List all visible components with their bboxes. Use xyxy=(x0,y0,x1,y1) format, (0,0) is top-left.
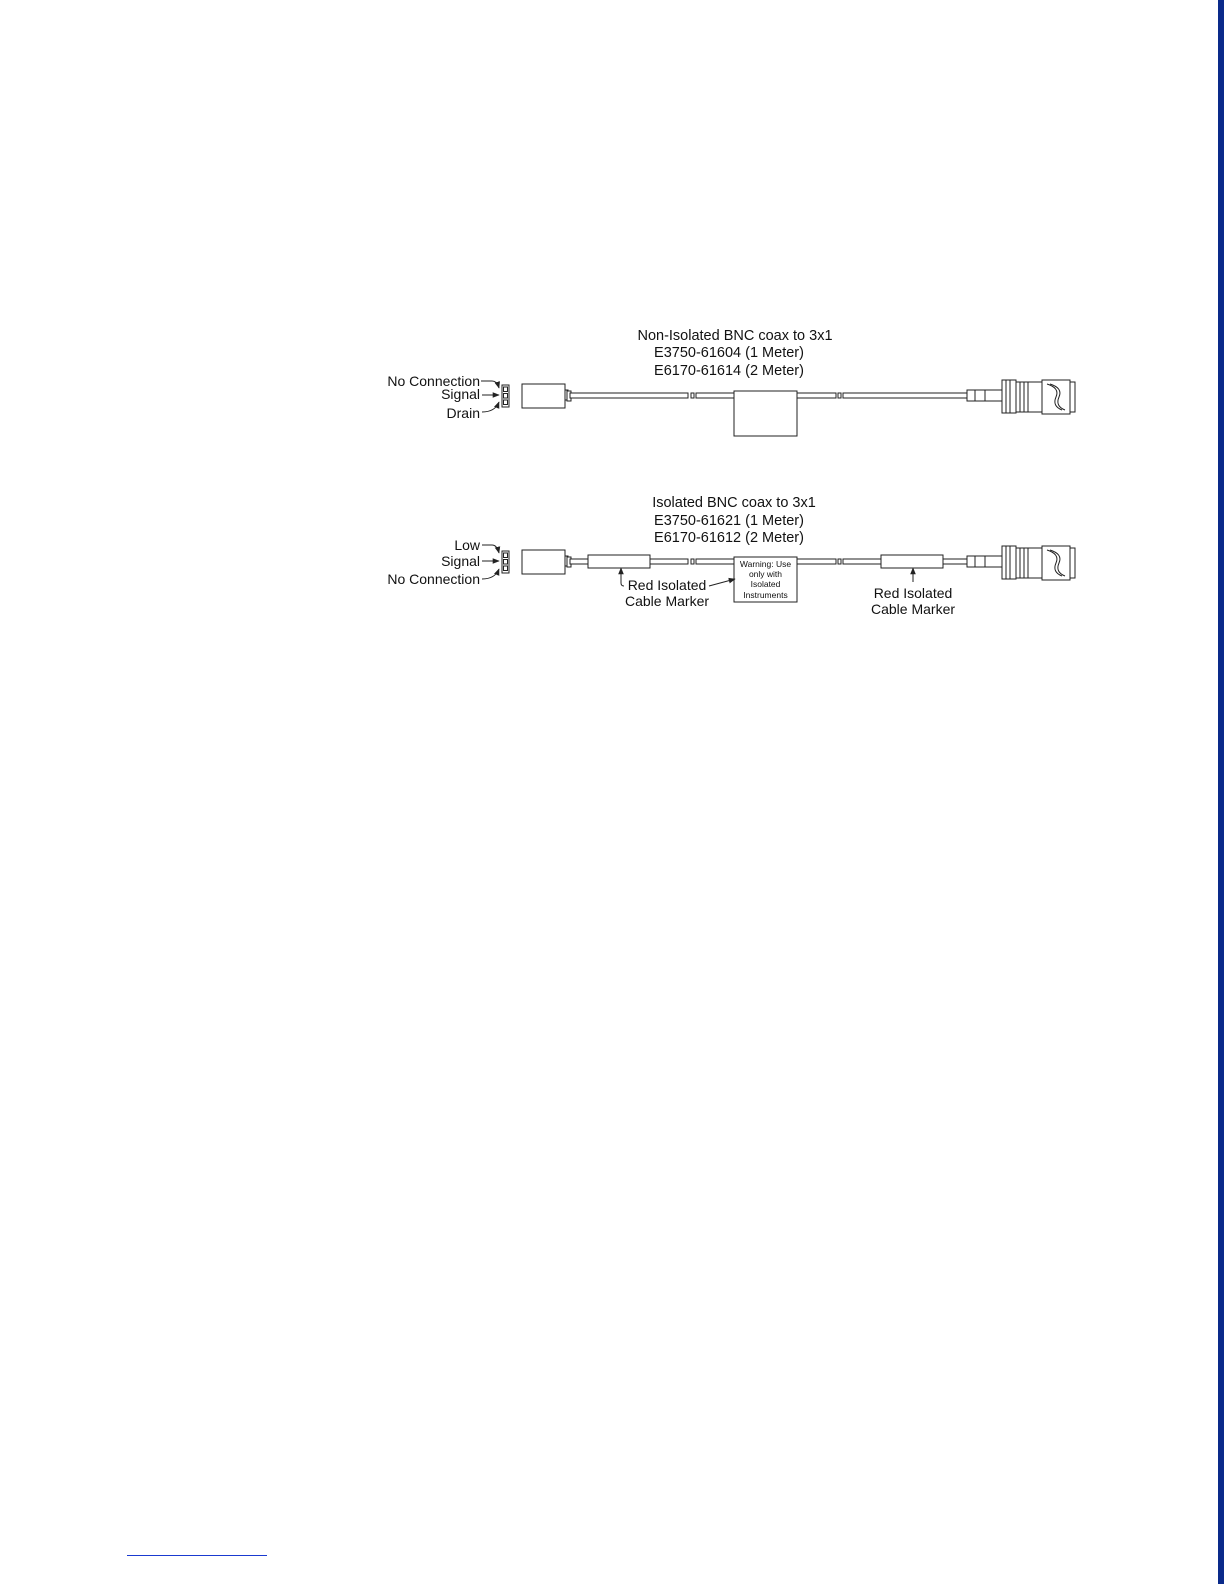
top-title-line-1: Non-Isolated BNC coax to 3x1 xyxy=(637,328,832,344)
warning-line-3: Isolated xyxy=(751,579,781,589)
left-marker-label-line-1: Red Isolated xyxy=(628,577,707,593)
top-pin-arrow-3 xyxy=(482,402,499,412)
left-marker-arrow xyxy=(621,568,624,586)
warning-line-1: Warning: Use xyxy=(740,559,791,569)
bottom-3x1-connector-pins xyxy=(502,551,509,573)
left-marker-label-line-2: Cable Marker xyxy=(625,593,709,609)
top-bnc-connector xyxy=(967,380,1075,414)
isolated-cable: Isolated BNC coax to 3x1 E3750-61621 (1 … xyxy=(387,495,1075,617)
bottom-pin-label-2: Signal xyxy=(441,553,480,569)
top-3x1-housing xyxy=(522,384,571,408)
right-marker-label-line-2: Cable Marker xyxy=(871,601,955,617)
right-marker-label-line-1: Red Isolated xyxy=(874,585,953,601)
bottom-pin-label-3: No Connection xyxy=(387,571,480,587)
bottom-pin-arrow-3 xyxy=(482,569,499,579)
top-cable-label-box xyxy=(734,391,797,436)
warning-tag-arrow xyxy=(709,579,735,586)
non-isolated-cable: Non-Isolated BNC coax to 3x1 E3750-61604… xyxy=(387,328,1075,436)
top-title-line-3: E6170-61614 (2 Meter) xyxy=(654,363,804,379)
bottom-title-line-1: Isolated BNC coax to 3x1 xyxy=(652,495,816,511)
bottom-title-line-3: E6170-61612 (2 Meter) xyxy=(654,530,804,546)
bottom-title-line-2: E3750-61621 (1 Meter) xyxy=(654,513,804,529)
warning-line-4: Instruments xyxy=(743,590,787,600)
top-pin-label-3: Drain xyxy=(447,405,480,421)
top-3x1-connector-pins xyxy=(502,385,509,407)
top-pin-arrow-1 xyxy=(481,381,499,388)
top-pin-label-2: Signal xyxy=(441,386,480,402)
bottom-pin-arrow-1 xyxy=(482,545,499,553)
top-title-line-2: E3750-61604 (1 Meter) xyxy=(654,345,804,361)
bottom-3x1-housing xyxy=(522,550,571,574)
warning-tag: Warning: Use only with Isolated Instrume… xyxy=(734,557,797,602)
right-red-marker-sleeve xyxy=(881,555,943,568)
warning-line-2: only with xyxy=(749,569,782,579)
bottom-bnc-connector xyxy=(967,546,1075,580)
bottom-pin-label-1: Low xyxy=(454,537,481,553)
left-red-marker-sleeve xyxy=(588,555,650,568)
